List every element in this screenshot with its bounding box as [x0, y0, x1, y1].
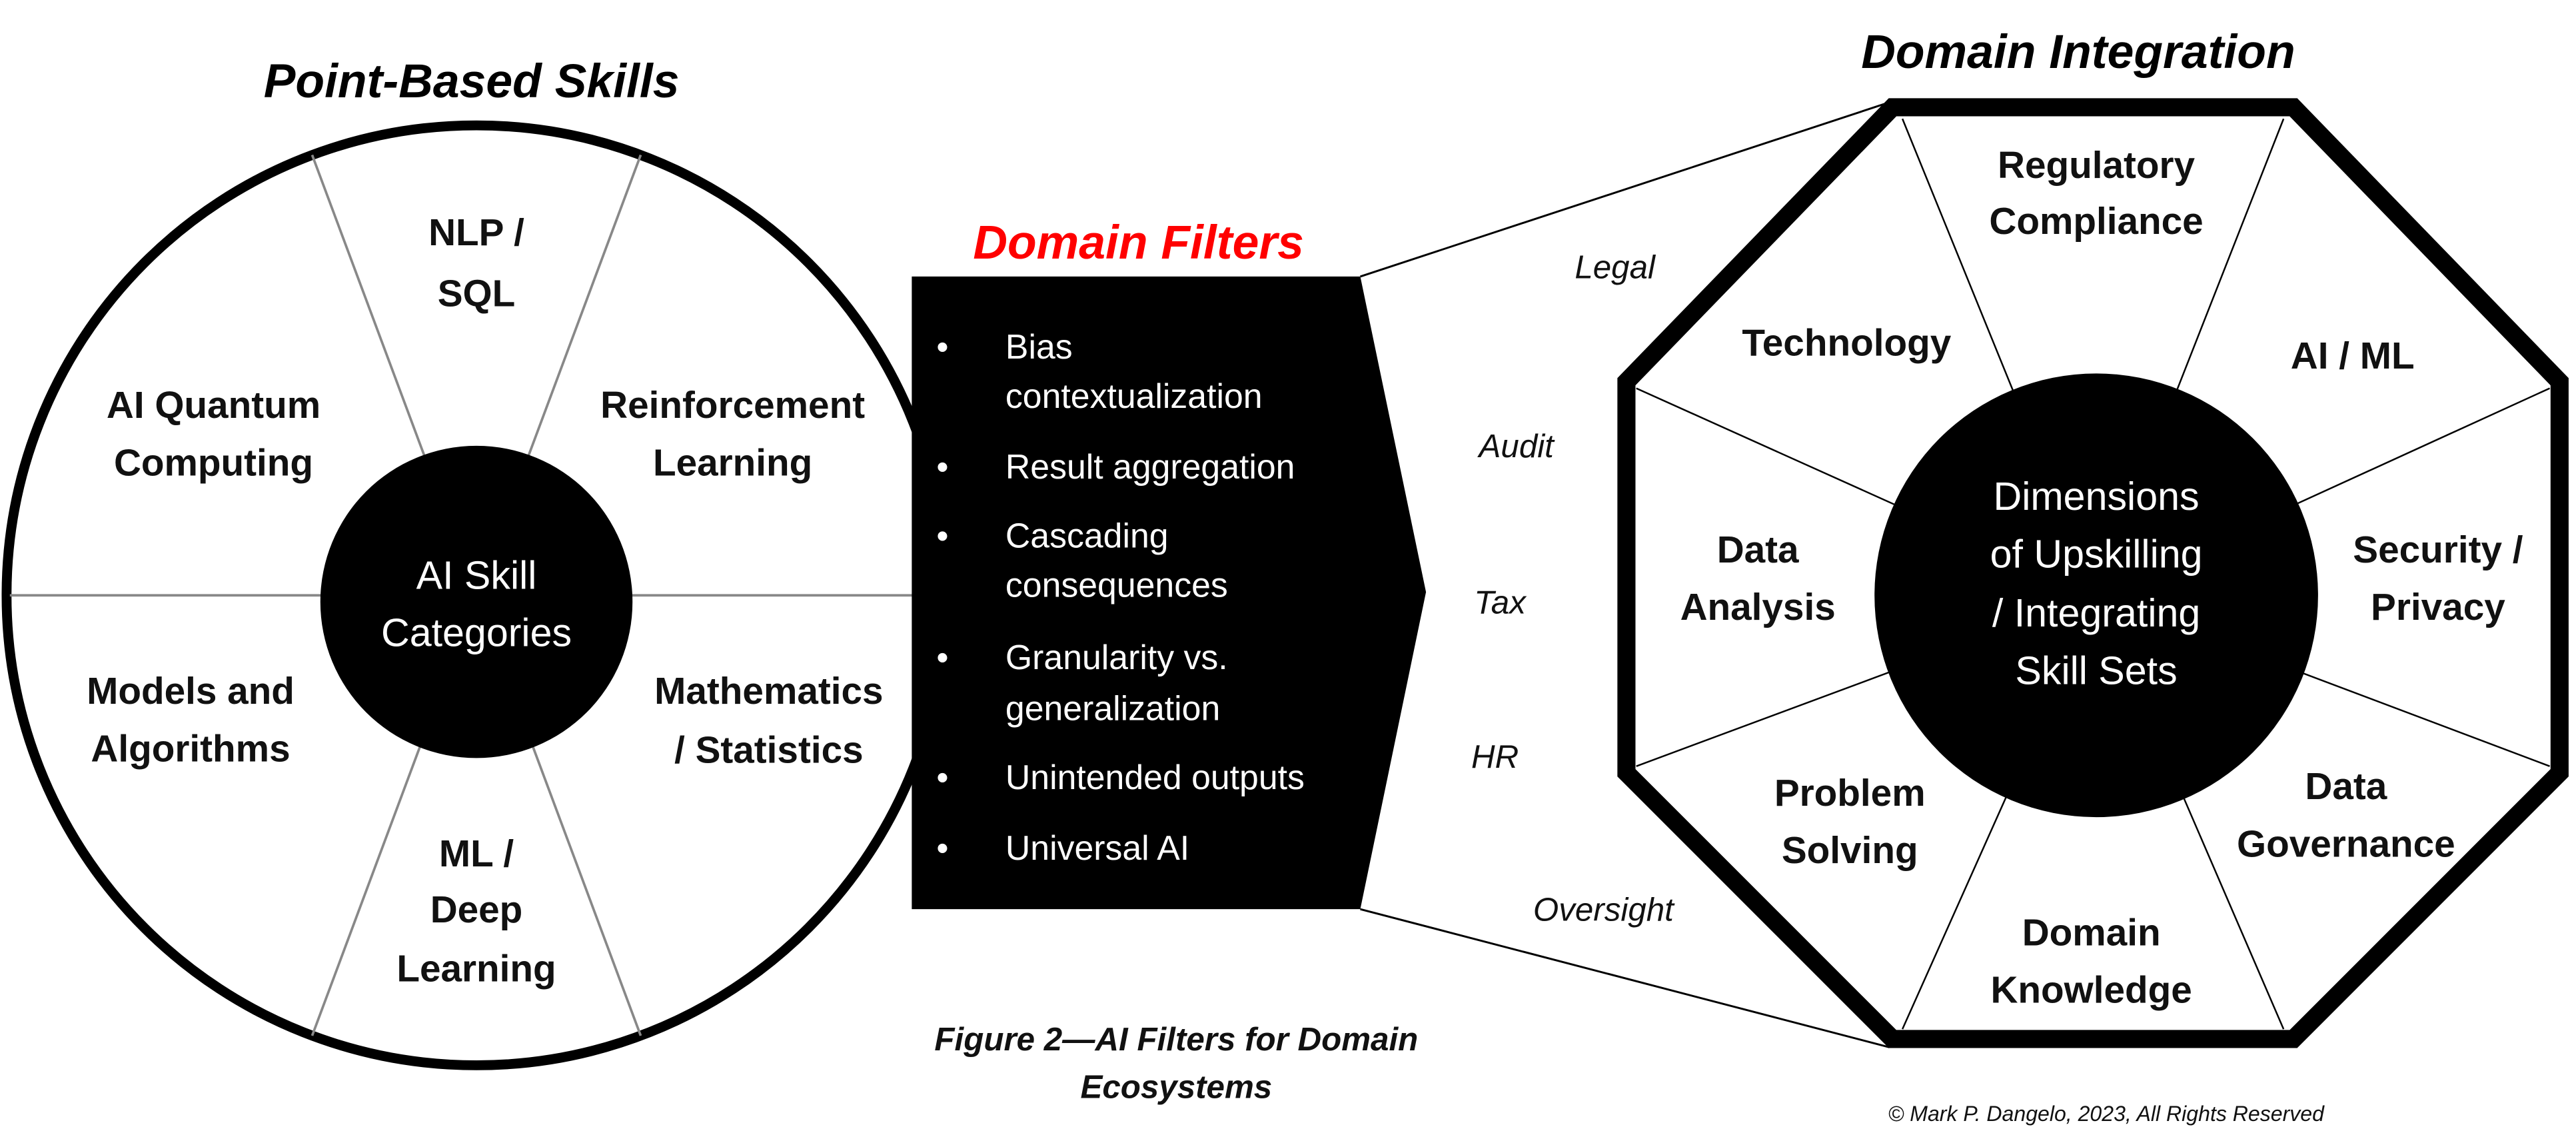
segment-domain-knowledge: Domain: [2022, 912, 2161, 954]
filter-item: Result aggregation: [1005, 447, 1295, 486]
segment-reinforcement: Learning: [653, 442, 812, 484]
domain-filters: Domain Filters • Bias contextualization …: [912, 216, 1427, 910]
dimensions-hub: [1874, 373, 2318, 818]
segment-models: Models and: [87, 670, 295, 712]
copyright-notice: © Mark P. Dangelo, 2023, All Rights Rese…: [1888, 1102, 2325, 1126]
figure-caption: Figure 2—AI Filters for Domain: [934, 1021, 1418, 1058]
filter-item: contextualization: [1005, 377, 1263, 415]
domain-hr: HR: [1471, 738, 1519, 775]
figure-caption: Ecosystems: [1080, 1069, 1272, 1106]
segment-ai-quantum: Computing: [114, 442, 313, 484]
domain-tax: Tax: [1474, 584, 1527, 620]
bullet: •: [936, 327, 948, 366]
filter-item: generalization: [1005, 689, 1220, 728]
bullet: •: [936, 638, 948, 676]
hub-label: Dimensions: [1994, 474, 2200, 519]
funnel-line-top: [1360, 101, 1890, 278]
point-based-skills-title: Point-Based Skills: [264, 55, 680, 108]
segment-problem-solving: Problem: [1774, 772, 1926, 814]
filter-item: Granularity vs.: [1005, 638, 1228, 676]
segment-technology: Technology: [1742, 322, 1951, 364]
segment-ml: Deep: [430, 889, 523, 931]
filter-item: consequences: [1005, 566, 1228, 604]
filter-item: Universal AI: [1005, 828, 1189, 867]
segment-data-analysis: Analysis: [1680, 586, 1836, 628]
bullet: •: [936, 447, 948, 486]
filter-item: Cascading: [1005, 517, 1169, 555]
segment-regulatory: Compliance: [1989, 201, 2203, 243]
segment-reinforcement: Reinforcement: [600, 385, 865, 427]
filter-item: Unintended outputs: [1005, 758, 1305, 796]
segment-problem-solving: Solving: [1782, 830, 1918, 872]
segment-math: Mathematics: [654, 670, 883, 712]
ai-skill-categories-hub: [320, 445, 633, 758]
filter-list: • Bias contextualization • Result aggreg…: [936, 327, 1305, 867]
segment-data-governance: Data: [2305, 766, 2387, 808]
hub-label: AI Skill: [416, 553, 537, 597]
segment-security: Privacy: [2371, 586, 2505, 628]
domain-integration-octagon: Domain Integration Dimensions of Upskill…: [1617, 25, 2569, 1048]
domain-oversight: Oversight: [1533, 891, 1675, 928]
segment-data-analysis: Data: [1717, 529, 1799, 571]
domain-integration-title: Domain Integration: [1861, 25, 2295, 79]
segment-models: Algorithms: [91, 728, 290, 770]
segment-ml: Learning: [396, 948, 556, 990]
segment-data-governance: Governance: [2237, 823, 2455, 865]
segment-nlp-sql: SQL: [438, 273, 516, 315]
filter-item: Bias: [1005, 327, 1073, 366]
segment-ai-ml: AI / ML: [2291, 335, 2415, 377]
funnel-line-bottom: [1360, 908, 1890, 1048]
segment-domain-knowledge: Knowledge: [1990, 970, 2192, 1012]
segment-math: / Statistics: [674, 730, 864, 772]
hub-label: Categories: [381, 610, 572, 655]
segment-ai-quantum: AI Quantum: [107, 385, 321, 427]
segment-ml: ML /: [439, 833, 514, 875]
domain-audit: Audit: [1477, 428, 1556, 465]
domain-filters-title: Domain Filters: [973, 216, 1304, 269]
bullet: •: [936, 517, 948, 555]
filter-arrow-box: [912, 276, 1427, 910]
hub-label: / Integrating: [1992, 590, 2200, 635]
hub-label: Skill Sets: [2015, 648, 2177, 692]
segment-security: Security /: [2353, 529, 2523, 571]
hub-label: of Upskilling: [1990, 531, 2203, 576]
bullet: •: [936, 758, 948, 796]
domain-legal: Legal: [1575, 249, 1656, 285]
bullet: •: [936, 828, 948, 867]
segment-nlp-sql: NLP /: [428, 212, 524, 254]
segment-regulatory: Regulatory: [1998, 145, 2196, 187]
point-based-skills-wheel: Point-Based Skills AI Skill Categories N…: [1, 55, 952, 1070]
